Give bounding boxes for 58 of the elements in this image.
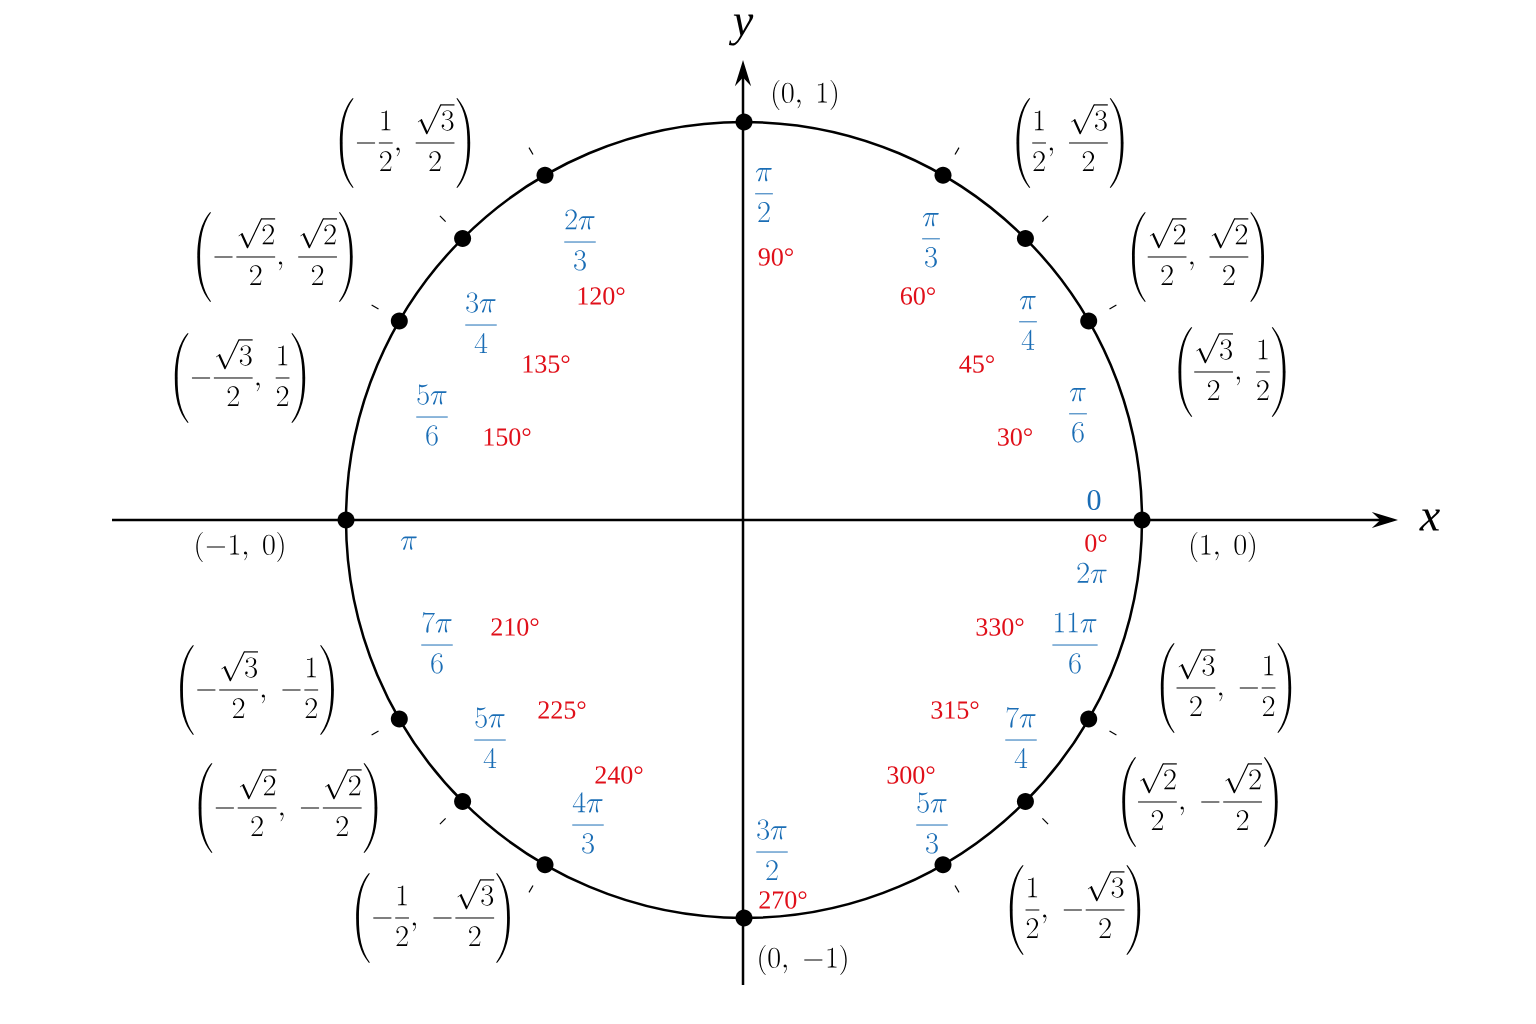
coordinate-label: $\left(-\frac{\sqrt{2}}{2},\ -\frac{\sqrt{2}}{2}\right)$ — [198, 763, 378, 853]
radian-label: $\pi$ — [400, 536, 417, 550]
axis-label: x — [1419, 509, 1440, 531]
degree-label: 120° — [578, 287, 625, 305]
point — [1016, 230, 1034, 248]
degree-label: 225° — [538, 701, 586, 719]
coordinate-label: $(1,\ 0)$ — [1191, 532, 1255, 562]
point — [1080, 710, 1098, 728]
degree-label: 300° — [887, 766, 935, 784]
degree-label: 30° — [998, 428, 1032, 446]
degree-label: 240° — [595, 766, 643, 784]
coordinate-label: $\left(-\frac{1}{2},\ \frac{\sqrt{3}}{2}\right)$ — [339, 98, 471, 188]
point — [454, 230, 472, 248]
point — [536, 166, 554, 184]
coordinate-label: $\left(\frac{\sqrt{3}}{2},\ -\frac{1}{2}\right)$ — [1160, 643, 1292, 733]
degree-label: 270° — [759, 891, 807, 909]
coordinate-label: $\left(\frac{\sqrt{3}}{2},\ \frac{1}{2}\right)$ — [1178, 327, 1286, 417]
point — [390, 710, 408, 728]
point — [1133, 511, 1151, 529]
degree-label: 45° — [959, 355, 994, 373]
coordinate-label: $(-1,\ 0)$ — [196, 532, 284, 562]
degree-label: 60° — [900, 287, 935, 305]
radian-label: $\frac{3\pi}{4}$ — [465, 292, 497, 354]
coordinate-label: $\left(\frac{1}{2},\ -\frac{\sqrt{3}}{2}\right)$ — [1009, 865, 1141, 955]
degree-label: 210° — [491, 618, 539, 636]
axis-label: y — [728, 14, 754, 46]
degree-label: 330° — [976, 618, 1024, 636]
radian-label: $\frac{4\pi}{3}$ — [572, 792, 604, 854]
point — [390, 312, 408, 330]
coordinate-label: $\left(\frac{1}{2},\ \frac{\sqrt{3}}{2}\right)$ — [1016, 98, 1124, 188]
point — [337, 511, 355, 529]
coordinate-label: $\left(\frac{\sqrt{2}}{2},\ -\frac{\sqrt{2}}{2}\right)$ — [1122, 757, 1278, 847]
radian-label: $\frac{5\pi}{6}$ — [416, 384, 448, 446]
point — [1080, 312, 1098, 330]
coordinate-label: $(0,\ -1)$ — [759, 945, 847, 975]
coordinate-label: $\left(-\frac{1}{2},\ -\frac{\sqrt{3}}{2}\right)$ — [356, 873, 510, 963]
point — [454, 792, 472, 810]
point — [735, 909, 753, 927]
coordinate-label: $\left(-\frac{\sqrt{3}}{2},\ -\frac{1}{2}\right)$ — [180, 645, 334, 735]
degree-label: 90° — [758, 248, 793, 266]
radian-label: $\frac{\pi}{4}$ — [1019, 296, 1037, 350]
radian-label: $\frac{5\pi}{3}$ — [916, 792, 948, 854]
radian-label: $\frac{3\pi}{2}$ — [756, 819, 788, 881]
point — [1016, 792, 1034, 810]
point — [934, 856, 952, 874]
degree-label: 315° — [931, 701, 979, 719]
radian-label: 0 — [1087, 489, 1101, 511]
point — [735, 113, 753, 131]
radian-label: $\frac{\pi}{2}$ — [755, 168, 773, 222]
point — [536, 856, 554, 874]
degree-label: 135° — [523, 355, 570, 373]
degree-label: 150° — [484, 428, 531, 446]
radian-label: $\frac{\pi}{6}$ — [1069, 388, 1087, 443]
coordinate-label: $\left(-\frac{\sqrt{3}}{2},\ \frac{1}{2}\right)$ — [174, 333, 306, 423]
point — [934, 166, 952, 184]
radian-label: $\frac{7\pi}{4}$ — [1005, 706, 1037, 769]
degree-label: 0° — [1085, 534, 1107, 552]
radian-label: $2\pi$ — [1077, 562, 1107, 583]
